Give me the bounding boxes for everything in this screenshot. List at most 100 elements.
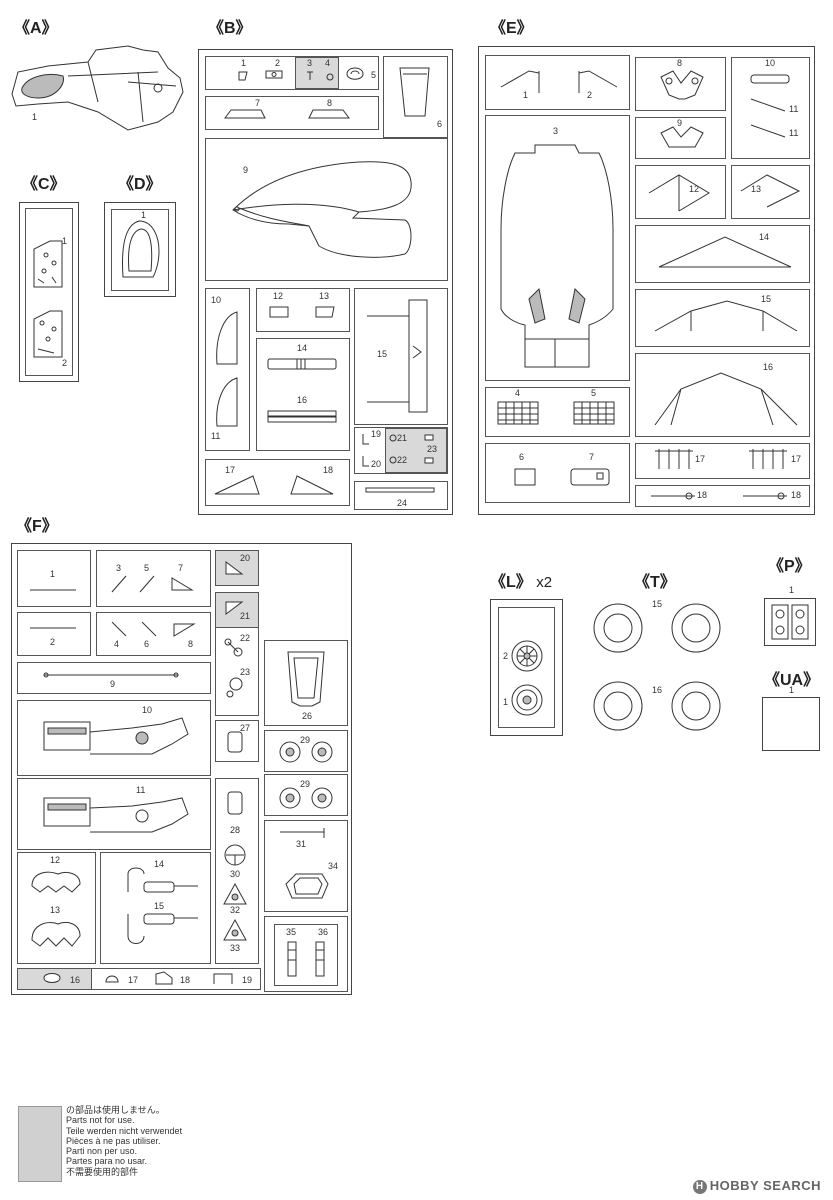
driveshaft-part-drawing <box>741 491 791 501</box>
driveshaft-part-drawing <box>649 491 699 501</box>
legend-line: Parts not for use. <box>66 1115 135 1126</box>
part-number: 15 <box>652 599 663 609</box>
engine-block-part-drawing <box>42 792 192 840</box>
link-part-drawing <box>569 67 619 97</box>
runner-frame <box>635 443 810 479</box>
upright-part-drawing <box>655 125 709 155</box>
group-title-f: 《F》 <box>16 518 58 535</box>
stay-part-drawing <box>110 620 130 640</box>
part-number: 12 <box>689 184 700 194</box>
parts-tree-e: 1 2 3 4 5 6 7 8 9 10 11 11 12 13 14 15 1… <box>478 46 815 515</box>
watermark-logo-icon: H <box>692 1180 707 1194</box>
part-number: 24 <box>397 498 408 508</box>
part-number: 17 <box>225 465 236 475</box>
endplate-part-drawing <box>287 472 337 498</box>
runner-frame <box>100 852 211 964</box>
part-number: 18 <box>180 975 191 985</box>
wishbone-part-drawing <box>651 297 801 337</box>
pin-part-drawing <box>389 434 439 470</box>
legend-line: 不需要使用的部件 <box>66 1166 139 1177</box>
group-title-d: 《D》 <box>118 176 162 193</box>
runner-frame <box>635 289 810 347</box>
part-number: 3 <box>307 58 313 68</box>
part-number: 29 <box>300 779 311 789</box>
part-number: 16 <box>297 395 308 405</box>
body-cowl-part-drawing <box>229 154 419 264</box>
unused-parts-area <box>295 57 339 89</box>
part-number: 6 <box>144 639 150 649</box>
part-number: 13 <box>50 905 61 915</box>
wheel-part-drawing <box>509 682 545 718</box>
part-number: 16 <box>70 975 81 985</box>
part-number: 10 <box>765 58 776 68</box>
part-number: 9 <box>677 118 683 128</box>
runner-frame <box>96 550 211 607</box>
mirror-part-drawing <box>345 64 367 84</box>
part-number: 32 <box>230 905 241 915</box>
legend-line: Partes para no usar. <box>66 1156 148 1167</box>
unused-parts-area <box>215 592 259 628</box>
shock-absorber-part-drawing <box>284 940 330 980</box>
parts-tree-f: 1 2 3 5 7 4 6 8 20 21 22 23 9 10 11 26 2… <box>11 543 352 995</box>
cam-part-drawing <box>224 676 246 700</box>
part-number: 29 <box>300 735 311 745</box>
part-number: 1 <box>523 90 529 100</box>
wishbone-part-drawing <box>737 171 803 211</box>
part-number: 1 <box>789 585 795 595</box>
part-number: 14 <box>154 859 165 869</box>
exhaust-pipe-part-drawing <box>118 910 202 950</box>
part-number: 7 <box>255 98 261 108</box>
part-number: 33 <box>230 943 241 953</box>
runner-frame <box>17 612 91 656</box>
instrument-panel-part-drawing <box>30 309 66 361</box>
group-title-a: 《A》 <box>14 20 58 37</box>
exhaust-pipe-part-drawing <box>118 864 202 896</box>
tube-part-drawing <box>267 356 339 372</box>
part-number: 19 <box>371 429 382 439</box>
chassis-floor-part-drawing <box>495 139 619 371</box>
part-number: 17 <box>128 975 139 985</box>
part-number: 15 <box>761 294 772 304</box>
part-number: 2 <box>275 58 281 68</box>
clamp-part-drawing <box>154 970 174 986</box>
tire-part-drawing <box>592 602 644 654</box>
part-number: 36 <box>318 927 329 937</box>
unused-parts-area <box>215 550 259 586</box>
bracket-part-drawing <box>224 600 246 616</box>
runner-frame <box>256 338 350 451</box>
runner-frame <box>17 662 211 694</box>
runner-frame <box>205 459 350 506</box>
nose-cone-part-drawing <box>8 42 198 137</box>
part-number: 2 <box>503 651 509 661</box>
steering-wheel-part-drawing <box>222 842 248 868</box>
parts-tree-d: 1 <box>104 202 176 297</box>
plate-part-drawing <box>269 305 291 319</box>
fin-part-drawing <box>213 376 241 430</box>
wishbone-part-drawing <box>655 233 795 273</box>
bracket-part-drawing <box>222 918 248 942</box>
ring-part-drawing <box>325 72 335 82</box>
group-title-t: 《T》 <box>634 574 676 591</box>
group-title-e: 《E》 <box>490 20 533 37</box>
quantity-multiplier: x2 <box>536 574 553 591</box>
part-number: 7 <box>178 563 184 573</box>
part-number: 4 <box>515 388 521 398</box>
cam-part-drawing <box>224 638 244 658</box>
clamp-part-drawing <box>42 970 64 986</box>
parts-tree-b: 1 2 3 4 5 6 7 8 9 10 11 12 13 14 16 15 <box>198 49 453 515</box>
exhaust-manifold-part-drawing <box>28 916 84 950</box>
group-title-l: 《L》 x2 <box>490 568 552 592</box>
fin-part-drawing <box>213 308 241 368</box>
part-number: 34 <box>328 861 339 871</box>
runner-frame <box>264 774 348 816</box>
runner-frame <box>731 57 810 159</box>
part-number: 14 <box>759 232 770 242</box>
unused-parts-legend: の部品は使用しません。 Parts not for use. Teile wer… <box>66 1105 182 1177</box>
group-title-ua: 《UA》 <box>764 672 820 689</box>
part-number: 8 <box>327 98 333 108</box>
part-number: 12 <box>50 855 61 865</box>
parts-tree-c: 1 2 <box>19 202 79 382</box>
tire-part-drawing <box>670 680 722 732</box>
part-number: 17 <box>791 454 802 464</box>
